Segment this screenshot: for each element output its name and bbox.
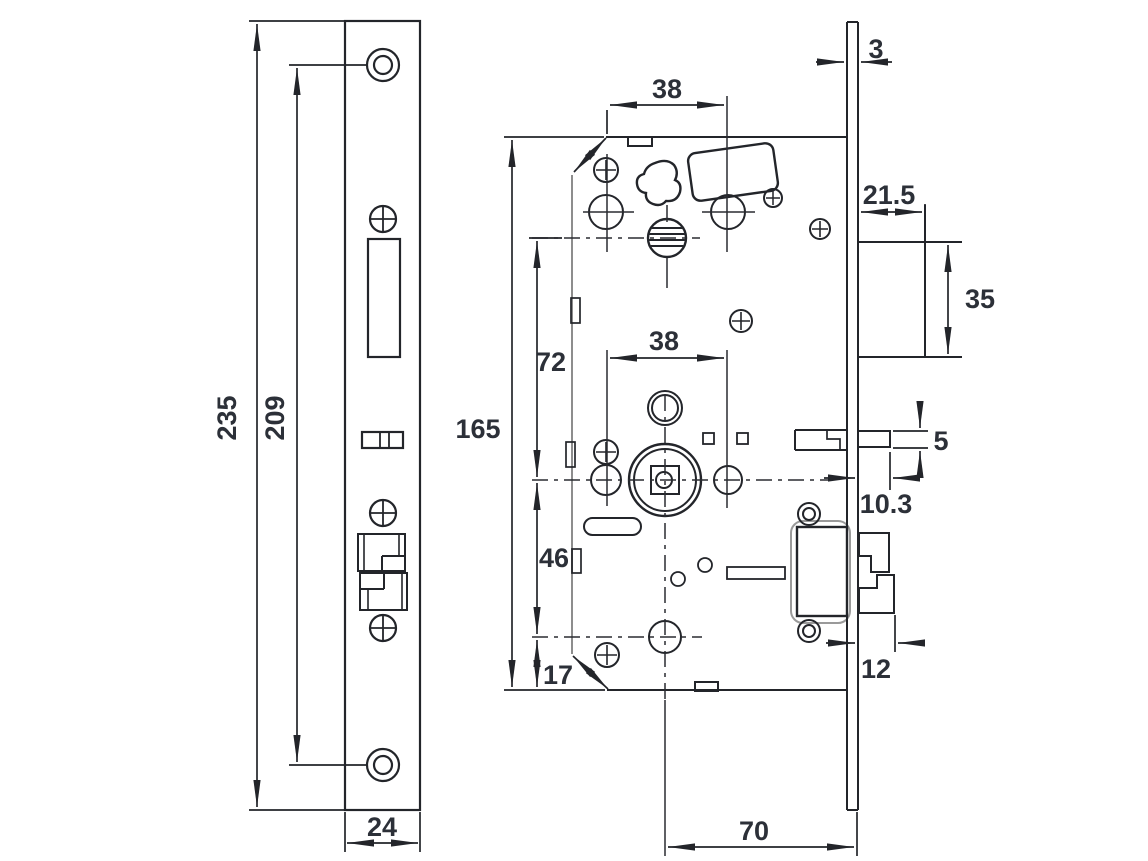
pin-hole [697, 557, 713, 573]
latch-window [366, 237, 402, 359]
phillips-screw [368, 613, 398, 643]
faceplate-front-view [343, 19, 422, 812]
phillips-screw [368, 498, 398, 528]
bottom-screw-hole [365, 747, 401, 783]
dim-aux-bolt-projection: 10.3 [860, 489, 913, 519]
phillips-screw-small [763, 188, 783, 208]
dim-plate-thickness: 3 [868, 34, 883, 64]
top-screw-hole [365, 47, 401, 83]
phillips-screw [809, 218, 831, 240]
dim-cylinder-to-bottom: 17 [543, 660, 573, 690]
dim-hub-to-top: 72 [536, 347, 566, 377]
faceplate-outline [343, 19, 422, 812]
lock-case-view [565, 136, 895, 692]
square-post [736, 432, 749, 445]
pin-hole [670, 571, 686, 587]
dim-faceplate-width: 24 [367, 812, 397, 842]
edge-slot [570, 297, 581, 324]
aux-bolt-window [360, 430, 405, 450]
edge-plate [846, 21, 859, 811]
dim-deadbolt-projection: 12 [861, 654, 891, 684]
lever-bar [726, 566, 786, 580]
phillips-screw [368, 204, 398, 234]
dim-aux-bolt-height: 5 [933, 426, 948, 456]
slot-oblong [583, 517, 642, 536]
phillips-screw [594, 642, 620, 668]
case-bottom-chamfer [572, 655, 609, 690]
deadbolt-cutout [357, 533, 408, 611]
dim-latch-height: 35 [965, 284, 995, 314]
tilted-lever-plate [686, 142, 780, 202]
deadbolt-head-lower [858, 574, 895, 614]
deadbolt-head-upper [858, 532, 890, 573]
phillips-screw [729, 309, 753, 333]
dim-latch-projection: 21.5 [863, 180, 916, 210]
case-bottom-notch [694, 681, 719, 692]
dimensions [249, 20, 952, 856]
aux-bolt [794, 429, 891, 451]
dim-backset: 70 [739, 816, 769, 846]
deadbolt-assembly [790, 502, 895, 643]
cam-plate [635, 159, 682, 207]
faceplate-edge-view [846, 21, 962, 811]
dimension-labels: 235 209 24 165 38 38 72 46 17 3 21.5 35 … [212, 34, 995, 846]
dim-hub-to-cylinder: 46 [539, 543, 569, 573]
dim-mid-row-spacing: 38 [649, 326, 679, 356]
centerlines [532, 96, 830, 856]
square-post [702, 432, 715, 445]
edge-slot [565, 441, 576, 468]
latch-bolt-side [858, 205, 962, 358]
dim-top-row-spacing: 38 [652, 74, 682, 104]
case-top-notch [627, 136, 653, 147]
phillips-screw [593, 157, 619, 183]
dim-faceplate-height: 235 [212, 395, 242, 440]
phillips-screw [593, 439, 619, 465]
dim-case-height: 165 [455, 414, 500, 444]
case-top-chamfer [573, 137, 607, 173]
edge-slot [571, 548, 582, 574]
dim-screw-spacing: 209 [260, 395, 290, 440]
